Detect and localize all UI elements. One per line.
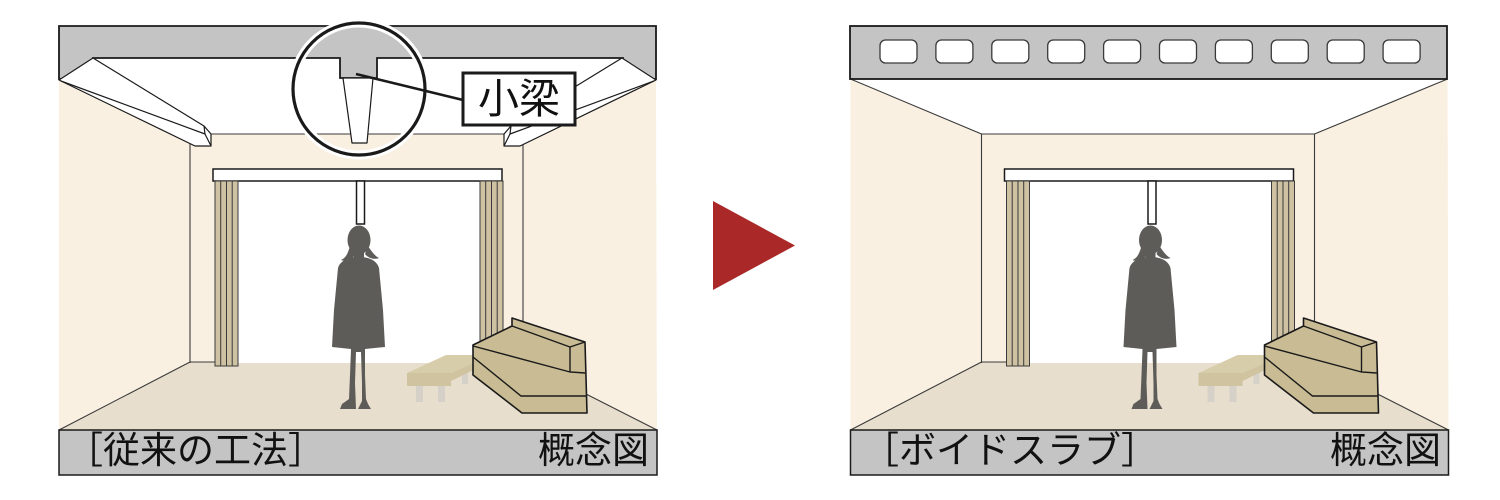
void-hole xyxy=(1382,39,1421,64)
void-hole xyxy=(1158,39,1198,64)
void-holes xyxy=(879,39,1421,64)
caption-left-panel: ［従来の工法］ xyxy=(66,431,325,472)
callout-leader-line xyxy=(355,72,464,102)
void-hole xyxy=(991,39,1030,64)
magnifier-circle-icon xyxy=(291,21,427,157)
void-hole xyxy=(1214,39,1254,64)
void-hole xyxy=(1102,39,1142,64)
callout-label-text: 小梁 xyxy=(478,76,560,122)
caption-right-panel: ［ボイドスラブ］ xyxy=(862,430,1158,472)
void-hole xyxy=(1047,39,1086,64)
small-beam xyxy=(342,77,374,144)
arrow-right-icon xyxy=(713,201,795,290)
ceiling-right-panel xyxy=(851,79,1447,133)
corner-note-right-panel: 概念図 xyxy=(1330,430,1441,472)
panel-conventional: 小梁 ［従来の工法］ 概念図 xyxy=(58,18,658,476)
edge-beam-left xyxy=(58,57,212,147)
void-hole xyxy=(1326,39,1365,64)
panel-voidslab: ［ボイドスラブ］ 概念図 xyxy=(849,25,1450,476)
room-interior-right xyxy=(849,78,1450,476)
corner-note-left-panel: 概念図 xyxy=(538,430,649,472)
void-hole xyxy=(879,39,918,64)
void-hole xyxy=(1270,39,1309,64)
callout-label-box xyxy=(461,71,577,127)
void-hole xyxy=(935,39,974,64)
